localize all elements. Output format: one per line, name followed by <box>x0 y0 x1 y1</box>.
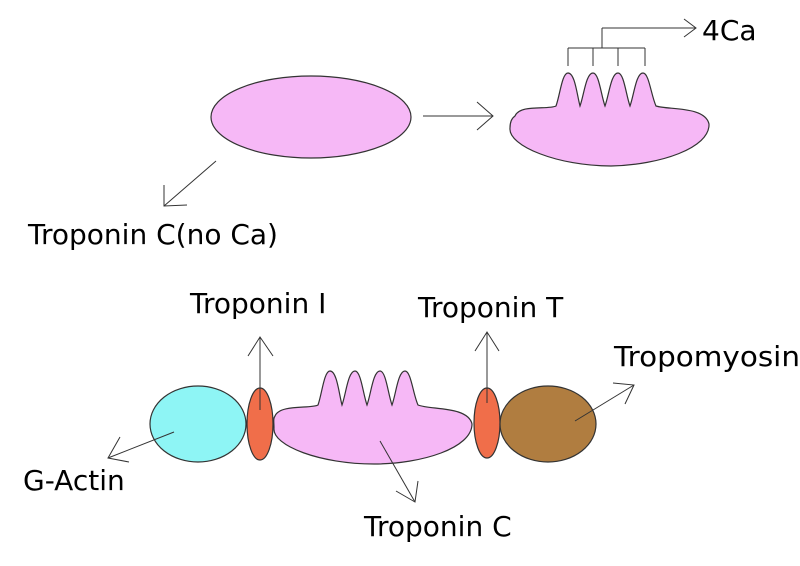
arrow-to-troponin-c-no-ca <box>163 160 217 207</box>
calcium-binding-bracket <box>567 18 697 66</box>
g-actin-shape <box>149 385 247 463</box>
label-four-ca: 4Ca <box>702 14 757 47</box>
arrow-to-troponin-c <box>379 440 419 503</box>
label-troponin-t: Troponin T <box>417 291 564 324</box>
tropomyosin-shape <box>499 385 597 463</box>
troponin-c-ca-bound-shape <box>509 72 710 167</box>
arrow-to-tropomyosin <box>574 382 635 422</box>
label-tropomyosin: Tropomyosin <box>613 340 800 373</box>
arrow-conformational-change <box>423 101 494 131</box>
arrow-to-g-actin <box>107 431 175 463</box>
label-troponin-c: Troponin C <box>363 510 512 543</box>
label-g-actin: G-Actin <box>23 464 125 497</box>
arrow-to-troponin-i <box>247 336 274 410</box>
troponin-c-shape <box>273 370 473 465</box>
troponin-c-no-ca-shape <box>210 75 412 159</box>
label-troponin-c-no-ca: Troponin C(no Ca) <box>27 218 278 251</box>
arrow-to-troponin-t <box>474 331 500 403</box>
label-troponin-i: Troponin I <box>189 287 326 320</box>
